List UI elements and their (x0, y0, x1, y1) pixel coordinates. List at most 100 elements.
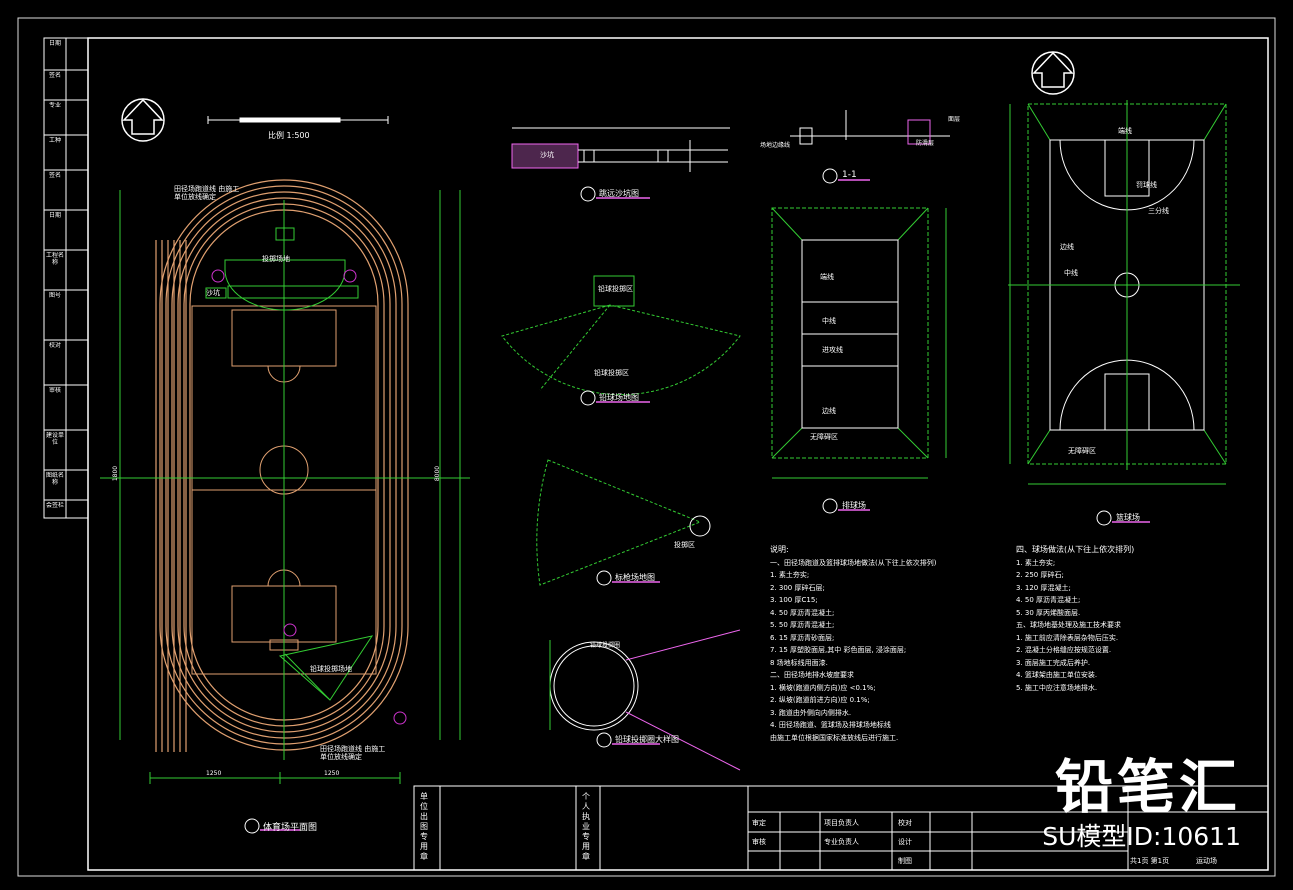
notes2-line: 4. 50 厚沥青混凝土; (1016, 596, 1081, 604)
side-table-label: 签名 (48, 72, 61, 79)
section-label-1: 场地边缘线 (760, 142, 791, 149)
section-detail (790, 110, 950, 145)
north-arrow-icon (1031, 51, 1075, 95)
volleyball-title: 排球场 (842, 501, 866, 510)
title-row-4: 设计 (898, 838, 912, 846)
notes2-line: 3. 面层施工完成后养护. (1016, 658, 1091, 667)
plan-label-shot: 铅球投掷场地 (310, 665, 352, 673)
shot-circle-note: 铅球投掷圈 (590, 642, 621, 649)
long-jump-label: 沙坑 (540, 151, 554, 159)
basketball-note-4: 三分线 (1148, 207, 1169, 215)
watermark-model-id: SU模型ID:10611 (1042, 822, 1241, 851)
notes2-line: 5. 施工中应注意场地排水. (1016, 683, 1098, 692)
notes-line: 3. 100 厚C15; (770, 596, 818, 604)
notes2-line: 2. 混凝土分格缝应按规范设置. (1016, 646, 1112, 654)
section-title: 1-1 (842, 170, 857, 180)
notes2-line: 1. 素土夯实; (1016, 558, 1056, 567)
sheet-label: 共1页 第1页 (1130, 857, 1170, 865)
title-row-5: 制图 (898, 857, 912, 865)
scale-label: 比例 1:500 (268, 131, 310, 140)
side-table-label: 工种 (48, 137, 61, 144)
notes-line: 一、田径场跑道及篮排球场地做法(从下往上依次排列) (770, 558, 937, 567)
volleyball-note-1: 端线 (820, 273, 834, 281)
side-table-label: 图号 (48, 292, 61, 299)
plan-dimensions (100, 190, 470, 784)
notes-line: 3. 跑道由外侧向内侧排水. (770, 708, 852, 717)
volleyball-note-2: 中线 (822, 317, 836, 325)
notes-block: 说明: 一、田径场跑道及篮排球场地做法(从下往上依次排列) 1. 素土夯实; 2. … (770, 544, 1000, 744)
notes-lines-2: 1. 素土夯实; 2. 250 厚碎石; 3. 120 厚混凝土; 4. 50 厚沥青… (1016, 557, 1246, 695)
basketball-note-5: 罚球线 (1136, 181, 1157, 189)
plan-dim-bottom-right: 1250 (324, 770, 340, 777)
detail-markers (244, 168, 1112, 834)
notes2-line: 五、球场地基处理及施工技术要求 (1016, 621, 1121, 629)
notes-line: 由施工单位根据国家标准放线后进行施工. (770, 733, 899, 742)
notes-lines: 一、田径场跑道及篮排球场地做法(从下往上依次排列) 1. 素土夯实; 2. 300 … (770, 557, 1000, 745)
title-row-2: 审核 (752, 838, 766, 846)
notes-line: 4. 田径场跑道、篮球场及排球场地标线 (770, 721, 891, 729)
shot-sector-detail (501, 275, 741, 396)
side-table (43, 37, 89, 519)
side-table-label: 校对 (48, 342, 61, 349)
plan-dim-total: 1800 (112, 465, 120, 482)
running-track (155, 179, 409, 752)
basketball-note-1: 端线 (1118, 127, 1132, 135)
side-table-label: 日期 (48, 40, 61, 47)
notes2-line: 4. 篮球架由施工单位安装. (1016, 671, 1098, 679)
notes-heading-2: 四、球场做法(从下往上依次排列) (1016, 545, 1135, 554)
javelin-title: 标枪场地图 (615, 573, 655, 582)
side-table-label: 会签栏 (46, 502, 64, 509)
notes2-line: 5. 30 厚丙烯酸面层. (1016, 608, 1081, 617)
shot-circle-detail (549, 629, 741, 771)
long-jump-title: 跳远沙坑图 (599, 189, 639, 198)
shot-sector-label: 铅球投掷区 (594, 369, 629, 377)
basketball-title: 篮球场 (1116, 513, 1140, 522)
notes-line: 4. 50 厚沥青混凝土; (770, 608, 835, 617)
drawing-no: 运动场 (1196, 857, 1217, 865)
plan-note-bottom: 田径场跑道线 由施工单位放线确定 (320, 745, 386, 762)
side-table-label: 日期 (48, 212, 61, 219)
unit-label: 单位出图专用章 (420, 792, 428, 861)
plan-markers (211, 269, 407, 725)
notes2-line: 2. 250 厚碎石; (1016, 571, 1064, 579)
side-table-label: 工程名称 (46, 252, 64, 266)
north-arrow-icon (121, 98, 165, 142)
notes-line: 1. 素土夯实; (770, 571, 810, 579)
title-role-1: 项目负责人 (824, 819, 859, 827)
plan-label-long-jump: 沙坑 (206, 289, 220, 297)
notes-line: 2. 300 厚碎石层; (770, 583, 825, 592)
javelin-label: 投掷区 (674, 541, 695, 549)
plan-title: 体育场平面图 (263, 823, 318, 833)
notes-line: 1. 横坡(跑道内侧方向)应 <0.1%; (770, 683, 876, 692)
notes-heading: 说明: (770, 545, 789, 554)
shot-circle-title: 铅球投掷圈大样图 (615, 735, 679, 744)
title-row-3: 校对 (898, 819, 912, 827)
plan-dim-half: 8000 (434, 465, 442, 482)
section-label-3: 面层 (948, 116, 961, 123)
notes-line: 5. 50 厚沥青混凝土; (770, 621, 835, 629)
watermark: 铅笔汇 SU模型ID:10611 (1042, 758, 1241, 852)
watermark-brand: 铅笔汇 (1054, 753, 1241, 821)
plan-dim-bottom-left: 1250 (206, 770, 222, 777)
basketball-court (1008, 100, 1240, 485)
notes-line: 7. 15 厚塑胶面层,其中 彩色面层, 浸涂面层; (770, 646, 907, 654)
plan-note-top: 田径场跑道线 由施工单位放线确定 (174, 185, 240, 202)
detail-underlines (260, 179, 1150, 831)
notes-line: 2. 纵坡(跑道前进方向)应 0.1%; (770, 696, 870, 704)
plan-label-throw: 投掷场地 (262, 255, 290, 263)
basketball-note-2: 边线 (1060, 243, 1074, 251)
side-table-label: 专业 (48, 102, 61, 109)
notes2-line: 3. 120 厚混凝土; (1016, 583, 1071, 592)
outer-border (17, 17, 1276, 877)
volleyball-court (771, 207, 947, 479)
volleyball-note-5: 无障碍区 (810, 433, 838, 441)
personal-label: 个人执业专用章 (582, 792, 590, 861)
volleyball-note-3: 进攻线 (822, 346, 843, 354)
title-row-1: 审定 (752, 819, 766, 827)
javelin-detail (536, 459, 711, 586)
side-table-label: 图纸名称 (46, 472, 64, 486)
notes-line: 二、田径场地排水坡度要求 (770, 671, 854, 679)
section-label-2: 防滑层 (916, 140, 935, 147)
notes-line: 6. 15 厚沥青砂面层; (770, 633, 835, 642)
